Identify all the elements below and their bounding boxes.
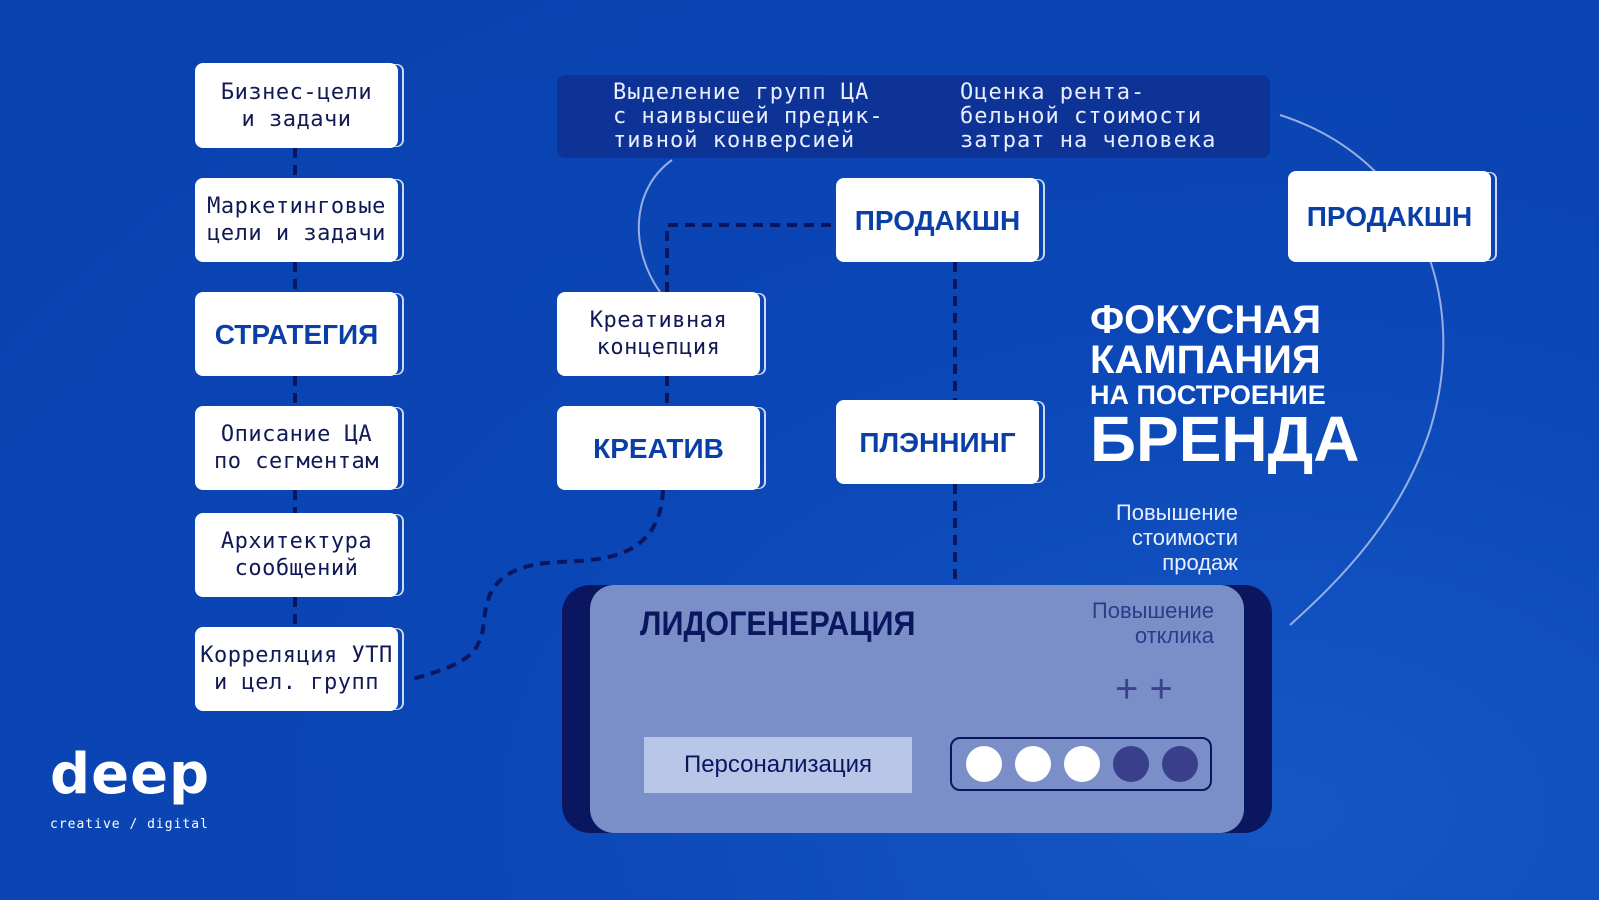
banner-right-text: Оценка рента- бельной стоимости затрат н… — [960, 80, 1217, 153]
dot-filled — [1064, 746, 1100, 782]
personalization-box: Персонализация — [644, 737, 912, 793]
title-line-1: ФОКУСНАЯ — [1090, 298, 1321, 342]
usp-correlation-box: Корреляция УТП и цел. групп — [195, 627, 398, 711]
response-note: Повышение отклика — [1091, 598, 1214, 648]
dot-empty — [1162, 746, 1198, 782]
dot-filled — [1015, 746, 1051, 782]
message-architecture-box: Архитектура сообщений — [195, 513, 398, 597]
strategy-box: СТРАТЕГИЯ — [195, 292, 398, 376]
planning-box: ПЛЭННИНГ — [836, 400, 1039, 484]
title-line-4: БРЕНДА — [1090, 403, 1360, 475]
plus-icons: + + — [1115, 667, 1173, 711]
campaign-title: ФОКУСНАЯ КАМПАНИЯ НА ПОСТРОЕНИЕ БРЕНДА — [1090, 300, 1359, 471]
lead-generation-title: ЛИДОГЕНЕРАЦИЯ — [640, 605, 916, 643]
progress-dots — [950, 737, 1212, 791]
title-line-3: НА ПОСТРОЕНИЕ — [1090, 380, 1326, 410]
production-box-right: ПРОДАКШН — [1288, 171, 1491, 262]
lead-generation-panel: ЛИДОГЕНЕРАЦИЯ Повышение отклика + + Перс… — [562, 585, 1272, 833]
title-line-2: КАМПАНИЯ — [1090, 338, 1321, 382]
creative-box: КРЕАТИВ — [557, 406, 760, 490]
dot-empty — [1113, 746, 1149, 782]
business-goals-box: Бизнес-цели и задачи — [195, 63, 398, 148]
creative-concept-box: Креативная концепция — [557, 292, 760, 376]
insight-banner: Выделение групп ЦА с наивысшей предик- т… — [557, 75, 1270, 158]
deep-logo: deep creative / digital — [50, 742, 211, 833]
banner-left-text: Выделение групп ЦА с наивысшей предик- т… — [613, 80, 884, 153]
audience-description-box: Описание ЦА по сегментам — [195, 406, 398, 490]
lead-generation-inner: ЛИДОГЕНЕРАЦИЯ Повышение отклика + + Перс… — [590, 585, 1244, 833]
logo-tagline: creative / digital — [50, 817, 209, 832]
marketing-goals-box: Маркетинговые цели и задачи — [195, 178, 398, 262]
dot-filled — [966, 746, 1002, 782]
sales-note: Повышение стоимости продаж — [1115, 500, 1238, 575]
logo-wordmark: deep — [50, 742, 211, 807]
production-box: ПРОДАКШН — [836, 178, 1039, 262]
